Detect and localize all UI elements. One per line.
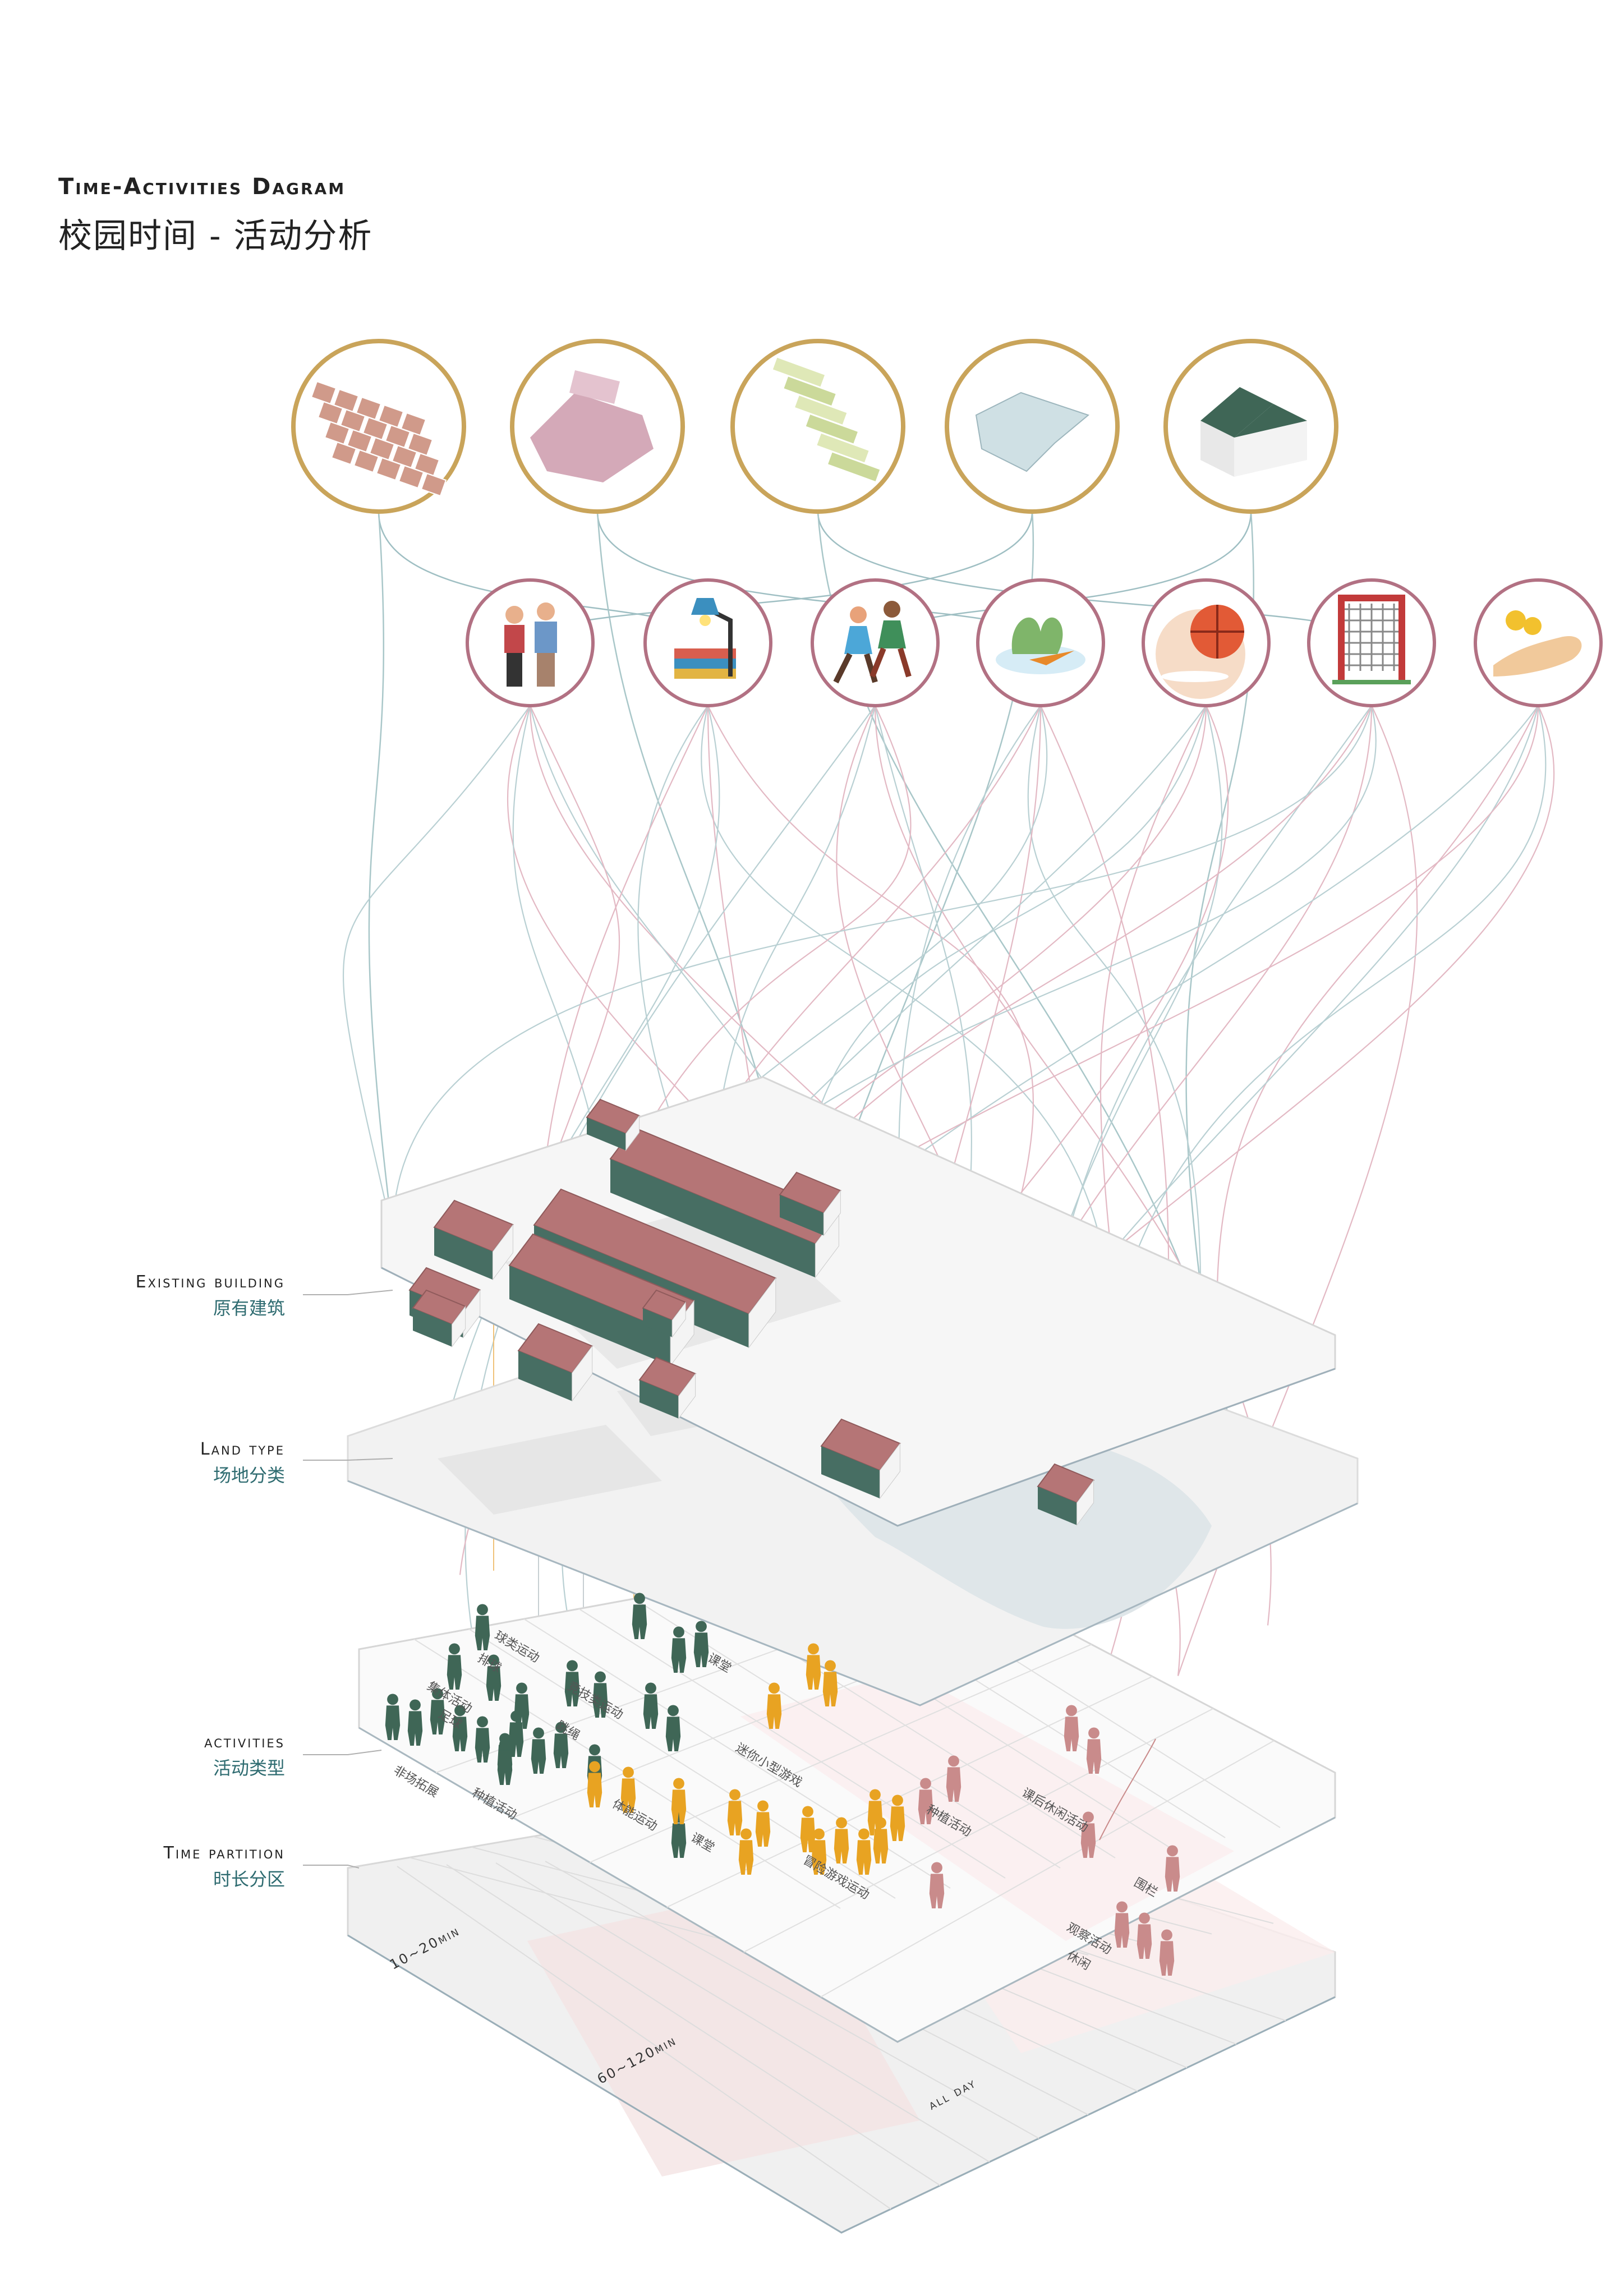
person-silhouette (385, 1694, 401, 1740)
person-silhouette (834, 1817, 849, 1864)
activities-layer (358, 1547, 1336, 2043)
running-kids-icon (811, 578, 940, 707)
person-silhouette (755, 1800, 771, 1847)
activity-icon-row (466, 578, 1603, 707)
person-silhouette (430, 1688, 445, 1734)
person-silhouette (632, 1593, 647, 1639)
person-silhouette (800, 1806, 816, 1852)
label-existing-building: Existing building 原有建筑 (49, 1272, 285, 1320)
person-silhouette (727, 1789, 743, 1835)
label-activities-zh: 活动类型 (213, 1757, 285, 1779)
person-silhouette (671, 1778, 687, 1824)
person-silhouette (946, 1755, 961, 1802)
title-chinese: 校园时间 - 活动分析 (58, 217, 373, 256)
vegetable-bowl-icon (976, 578, 1105, 707)
person-silhouette (856, 1828, 872, 1875)
basketball-icon (1142, 578, 1271, 707)
label-land-type-zh: 场地分类 (213, 1465, 285, 1486)
person-silhouette (587, 1761, 602, 1807)
person-silhouette (890, 1795, 905, 1841)
person-silhouette (447, 1643, 462, 1690)
building-block (820, 1418, 901, 1499)
label-time-partition-en: Time partition (163, 1843, 285, 1863)
person-silhouette (1159, 1929, 1175, 1976)
person-silhouette (620, 1766, 636, 1813)
label-leaders (303, 1290, 393, 1869)
label-existing-building-en: Existing building (135, 1272, 285, 1292)
label-activities: activities 活动类型 (49, 1732, 285, 1780)
person-silhouette (531, 1727, 546, 1774)
label-existing-building-zh: 原有建筑 (213, 1297, 285, 1319)
person-silhouette (929, 1862, 945, 1908)
person-silhouette (497, 1738, 513, 1785)
person-silhouette (1114, 1901, 1130, 1948)
person-silhouette (592, 1671, 608, 1718)
building-roof-icon (291, 339, 466, 514)
study-lamp-icon (643, 578, 772, 707)
person-silhouette (486, 1654, 502, 1701)
family-icon (466, 578, 595, 707)
building-block (779, 1171, 841, 1236)
person-silhouette (475, 1604, 490, 1650)
building-block (642, 1289, 687, 1338)
person-silhouette (1165, 1845, 1180, 1892)
title-english: Time-Activities Dagram (58, 174, 346, 200)
person-silhouette (822, 1660, 838, 1706)
person-silhouette (564, 1660, 580, 1706)
building-block (1037, 1463, 1095, 1526)
person-silhouette (671, 1626, 687, 1673)
building-block (638, 1356, 697, 1420)
label-land-type: Land type 场地分类 (49, 1439, 285, 1487)
site-plan-icon (730, 339, 905, 514)
building-footprint-icon (510, 339, 685, 514)
building-block (433, 1199, 514, 1281)
person-silhouette (1086, 1727, 1102, 1774)
coin-hand-icon (1474, 578, 1603, 707)
terrain-block-icon (945, 339, 1120, 514)
building-block (517, 1323, 594, 1402)
top-icon-row (291, 339, 1338, 514)
person-silhouette (811, 1828, 827, 1875)
label-activities-en: activities (204, 1732, 285, 1752)
person-silhouette (475, 1716, 490, 1763)
person-silhouette (407, 1699, 423, 1746)
person-silhouette (643, 1682, 659, 1729)
person-silhouette (918, 1778, 933, 1824)
building-block (412, 1289, 467, 1348)
person-silhouette (1137, 1912, 1152, 1959)
people-silhouettes (385, 1593, 1180, 1976)
person-silhouette (693, 1621, 709, 1667)
label-time-partition-zh: 时长分区 (213, 1869, 285, 1890)
label-time-partition: Time partition 时长分区 (49, 1843, 285, 1891)
person-silhouette (806, 1643, 821, 1690)
label-land-type-en: Land type (200, 1439, 285, 1459)
person-silhouette (766, 1682, 782, 1729)
person-silhouette (738, 1828, 754, 1875)
person-silhouette (1080, 1811, 1096, 1858)
person-silhouette (665, 1705, 681, 1751)
person-silhouette (553, 1722, 569, 1768)
person-silhouette (867, 1789, 883, 1835)
person-silhouette (508, 1710, 524, 1757)
climbing-frame-icon (1307, 578, 1436, 707)
existing-building-layer (380, 1076, 1336, 1527)
person-silhouette (1064, 1705, 1079, 1751)
person-silhouette (452, 1705, 468, 1751)
building-block (586, 1098, 641, 1152)
house-icon (1163, 339, 1338, 514)
